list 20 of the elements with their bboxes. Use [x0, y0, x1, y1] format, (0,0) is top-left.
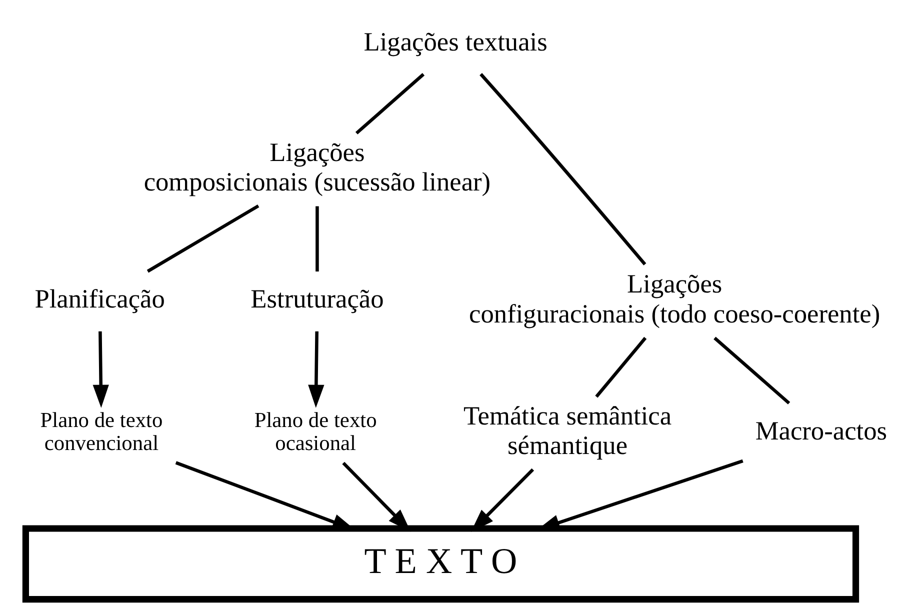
- arrow: [470, 468, 534, 532]
- connector: [595, 336, 647, 398]
- node-text: Ligações composicionais (sucessão linear): [144, 138, 491, 197]
- connector: [714, 336, 790, 404]
- node-text: Plano de texto convencional: [40, 408, 163, 456]
- arrow: [92, 331, 109, 408]
- connector: [480, 73, 646, 266]
- connector: [355, 72, 425, 134]
- node-text: Ligações configuracionais (todo coeso-coerente): [469, 270, 880, 328]
- node-text: Planificação: [34, 284, 165, 314]
- arrow: [308, 331, 324, 408]
- node-text: Macro-actos: [755, 416, 888, 446]
- node-text: Plano de texto ocasional: [254, 408, 377, 456]
- node-text: Temática semântica sémantique: [464, 401, 672, 460]
- connector: [146, 204, 260, 273]
- node-text: Estruturação: [250, 284, 384, 314]
- node-box: T E X T O: [22, 525, 860, 603]
- arrow: [342, 462, 411, 532]
- node-text: Ligações textuais: [364, 28, 548, 57]
- connector: [316, 206, 319, 272]
